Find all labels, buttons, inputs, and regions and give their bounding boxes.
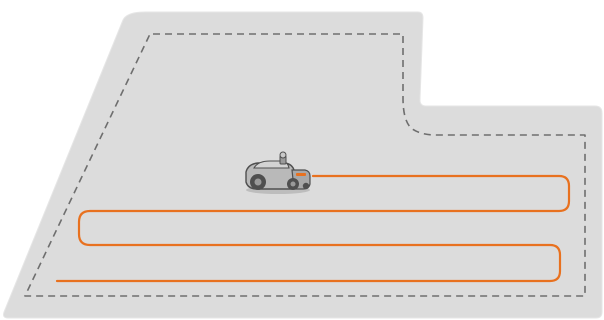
mower-sensor-dome [280, 152, 286, 158]
mower-rear-wheel-hub [255, 179, 262, 186]
lawn-area [4, 12, 603, 318]
mower-front-wheel-hub [291, 182, 296, 187]
mower-accent-stripe [296, 173, 306, 176]
mower-caster-wheel [303, 183, 309, 189]
